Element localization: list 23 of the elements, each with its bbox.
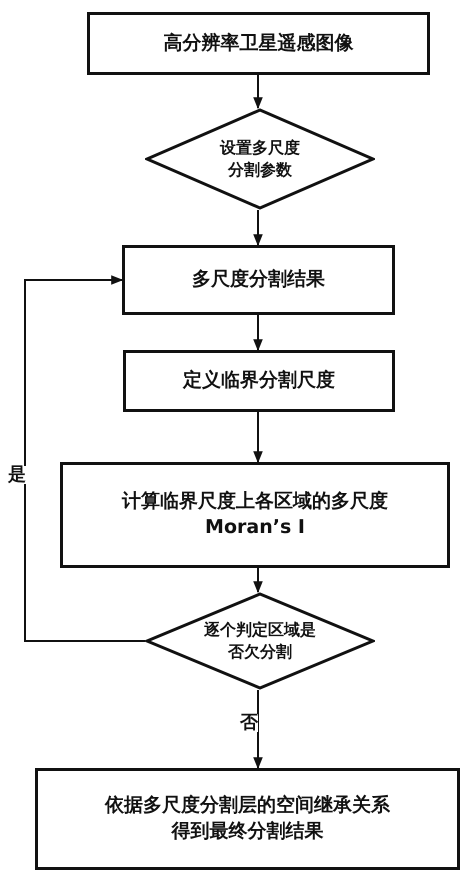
edge-label: 否 [240, 714, 258, 732]
arrow [253, 412, 263, 464]
arrow [24, 275, 145, 642]
process-box [60, 462, 450, 568]
node-text: 定义临界分割尺度 [183, 368, 335, 394]
arrow [253, 210, 263, 246]
arrow [253, 568, 263, 594]
process-box [123, 350, 395, 412]
node-text: 计算临界尺度上各区域的多尺度 Moran’s I [120, 489, 389, 540]
arrow [253, 75, 263, 110]
arrow [253, 690, 263, 770]
edge-label: 是 [8, 466, 26, 484]
process-box [35, 768, 460, 870]
decision-diamond [145, 108, 375, 210]
node-text: 设置多尺度分割参数 [218, 137, 301, 181]
decision-diamond [145, 592, 375, 690]
process-box [122, 245, 395, 315]
node-text: 逐个判定区域是否欠分割 [203, 619, 317, 663]
node-text: 依据多尺度分割层的空间继承关系得到最终分割结果 [104, 793, 391, 844]
node-text: 高分辨率卫星遥感图像 [164, 30, 354, 56]
node-text: 多尺度分割结果 [192, 267, 325, 292]
process-box [87, 12, 430, 75]
arrow [253, 315, 263, 352]
